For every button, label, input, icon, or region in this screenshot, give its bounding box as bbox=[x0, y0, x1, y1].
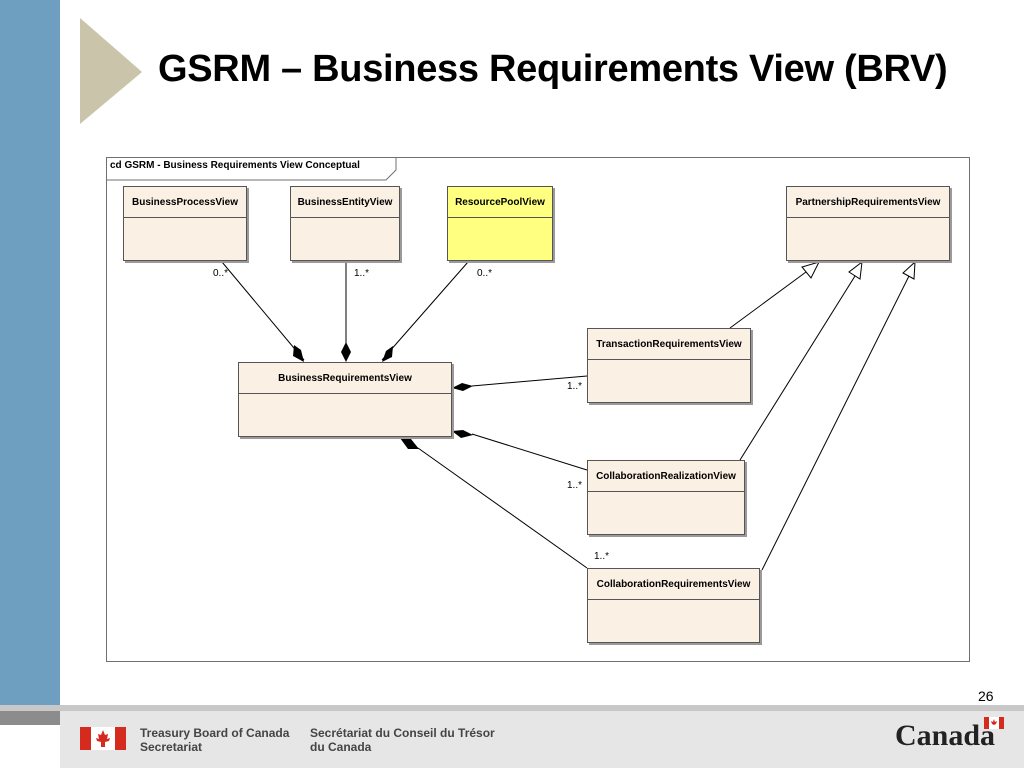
composition-diamond bbox=[400, 438, 419, 449]
multiplicity-label: 0..* bbox=[477, 268, 493, 279]
diagram-frame-label: cd GSRM - Business Requirements View Con… bbox=[110, 160, 360, 171]
composition-diamond bbox=[452, 430, 473, 438]
class-name: BusinessRequirementsView bbox=[239, 363, 451, 394]
class-resource-pool-view[interactable]: ResourcePoolView bbox=[447, 186, 553, 261]
multiplicity-label: 1..* bbox=[567, 480, 583, 491]
generalization-arrowhead bbox=[848, 260, 863, 280]
slide-title: GSRM – Business Requirements View (BRV) bbox=[158, 48, 948, 90]
class-business-entity-view[interactable]: BusinessEntityView bbox=[290, 186, 400, 261]
class-name: BusinessProcessView bbox=[124, 187, 246, 218]
dept-name-french: Secrétariat du Conseil du Trésor du Cana… bbox=[310, 726, 495, 754]
class-transaction-requirements-view[interactable]: TransactionRequirementsView bbox=[587, 328, 751, 403]
title-arrow-decoration bbox=[80, 18, 142, 124]
composition-diamond bbox=[452, 383, 473, 391]
generalization-arrowhead bbox=[801, 261, 820, 279]
class-collaboration-requirements-view[interactable]: CollaborationRequirementsView bbox=[587, 568, 760, 643]
multiplicity-label: 0..* bbox=[213, 268, 229, 279]
class-name: PartnershipRequirementsView bbox=[787, 187, 949, 218]
footer-bar bbox=[60, 711, 1024, 768]
class-collaboration-realization-view[interactable]: CollaborationRealizationView bbox=[587, 460, 745, 535]
dept-name-english: Treasury Board of Canada Secretariat bbox=[140, 726, 290, 754]
left-accent-bar bbox=[0, 0, 60, 705]
composition-diamond bbox=[341, 342, 351, 362]
composition-diamond bbox=[382, 346, 393, 362]
generalization-arrowhead bbox=[902, 260, 916, 280]
class-name: TransactionRequirementsView bbox=[588, 329, 750, 360]
canada-flag-icon bbox=[80, 727, 126, 750]
page-number: 26 bbox=[978, 688, 994, 704]
composition-diamond bbox=[293, 345, 304, 362]
class-name: CollaborationRequirementsView bbox=[588, 569, 759, 600]
class-partnership-requirements-view[interactable]: PartnershipRequirementsView bbox=[786, 186, 950, 261]
class-business-process-view[interactable]: BusinessProcessView bbox=[123, 186, 247, 261]
wordmark-flag-icon bbox=[984, 717, 1004, 729]
footer-divider bbox=[0, 705, 1024, 711]
class-name: BusinessEntityView bbox=[291, 187, 399, 218]
multiplicity-label: 1..* bbox=[567, 381, 583, 392]
class-business-requirements-view[interactable]: BusinessRequirementsView bbox=[238, 362, 452, 437]
multiplicity-label: 1..* bbox=[594, 551, 610, 562]
class-name: CollaborationRealizationView bbox=[588, 461, 744, 492]
class-name: ResourcePoolView bbox=[448, 187, 552, 218]
canada-wordmark: Canada bbox=[895, 719, 996, 752]
multiplicity-label: 1..* bbox=[354, 268, 370, 279]
